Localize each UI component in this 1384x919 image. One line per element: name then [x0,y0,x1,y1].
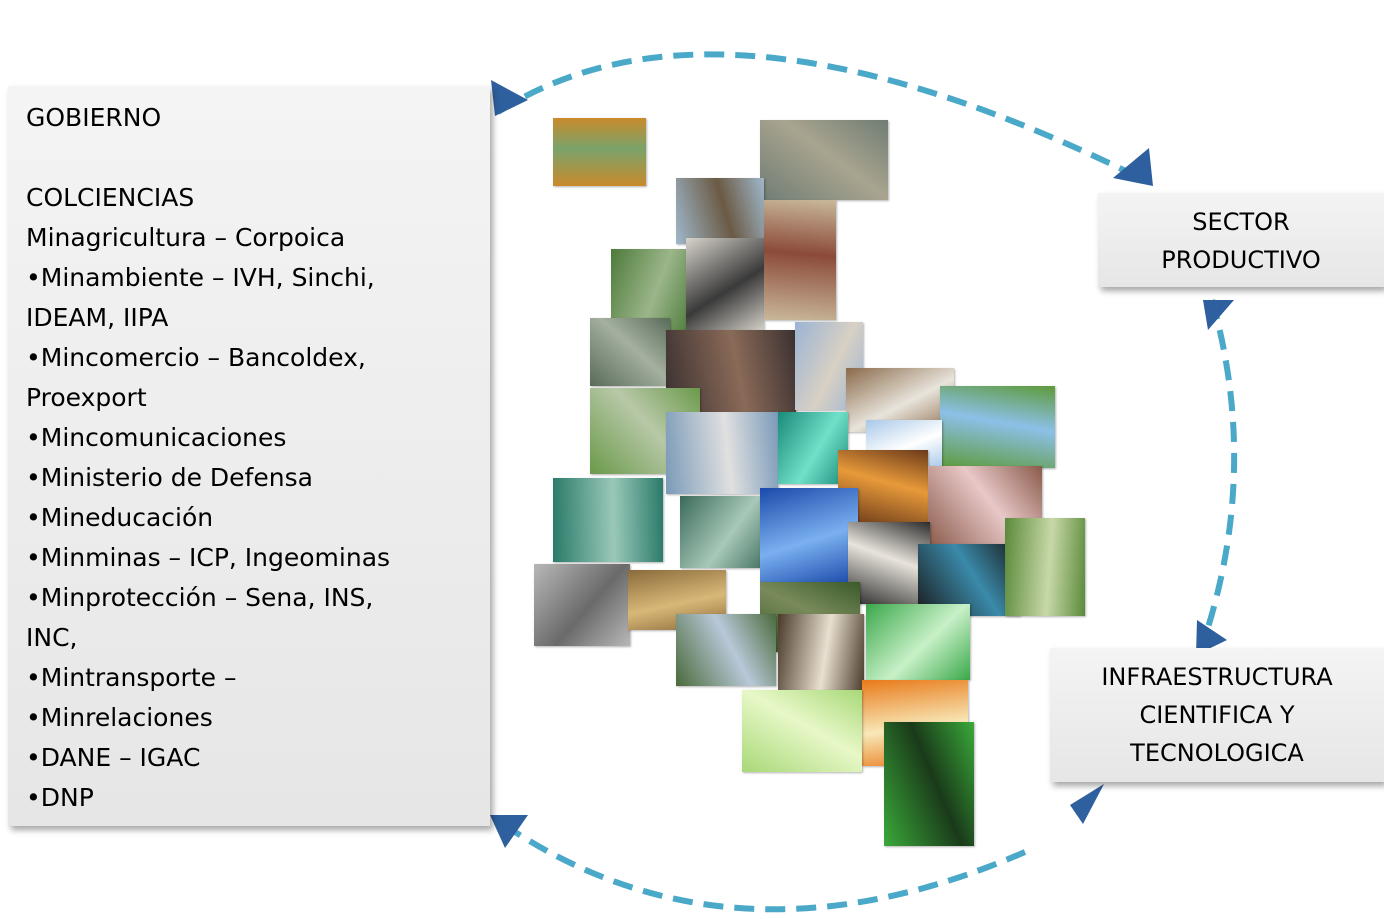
government-item: •Minminas – ICP, Ingeominas [26,543,391,572]
government-item: •Mincomunicaciones [26,423,287,452]
arrow-sector-to-infra-path [1201,299,1238,641]
arrowhead-sector-icon [1113,148,1153,186]
government-item: IDEAM, IIPA [26,303,169,332]
government-item: •Minambiente – IVH, Sinchi, [26,263,375,292]
government-item: •DNP [26,783,94,812]
arrowhead-gov-bottom-icon [490,815,528,848]
surgery-photo [553,478,663,562]
green-field-photo [940,386,1055,468]
infra-line-2: CIENTIFICA Y [1139,701,1295,729]
government-item: •Ministerio de Defensa [26,463,313,492]
arrowhead-gov-icon [491,80,528,116]
dragonfly-photo [742,690,862,772]
government-list: GOBIERNO COLCIENCIAS Minagricultura – Co… [26,98,480,818]
government-item: Proexport [26,383,147,412]
arrow-infra-to-gov-path [498,819,1027,913]
leaf-frog-photo [866,604,970,680]
ponds-photo [680,496,770,568]
tower-sketch-photo [764,200,836,320]
sector-line-1: SECTOR [1192,208,1290,236]
sugarcane-photo [1005,518,1085,616]
power-tower-photo [760,488,858,582]
government-item: •Mincomercio – Bancoldex, [26,343,366,372]
government-item: •Minrelaciones [26,703,213,732]
arrowhead-infra-icon [1196,620,1227,655]
mushroom-photo [848,522,930,604]
pebbles-photo [778,614,864,690]
lab-microscope-photo [686,238,764,332]
lagoon-photo [590,318,670,386]
frog-silhouette-photo [884,722,974,846]
protective-suit-photo [534,564,630,646]
arrowhead-sector-top-icon [1203,300,1234,330]
orange-leaves-photo [553,118,646,186]
sector-line-2: PRODUCTIVO [1161,246,1321,274]
stream-photo [676,614,776,686]
government-item: Minagricultura – Corpoica [26,223,346,252]
scientist-lab-photo [666,412,778,494]
government-item: INC, [26,623,78,652]
government-item: •DANE – IGAC [26,743,201,772]
government-panel: GOBIERNO COLCIENCIAS Minagricultura – Co… [8,86,490,826]
government-item: •Mineducación [26,503,214,532]
arrowhead-infra-bottom-icon [1070,784,1104,824]
infra-line-3: TECNOLOGICA [1130,739,1304,767]
infra-line-1: INFRAESTRUCTURA [1101,663,1333,691]
government-item: •Mintransporte – [26,663,237,692]
hillside-forest-photo [611,249,691,331]
ship-harbor-photo [676,178,764,244]
government-item: COLCIENCIAS [26,183,195,212]
government-heading: GOBIERNO [26,103,162,132]
arrow-gov-to-sector-path [496,51,1142,181]
sector-productivo-panel: SECTOR PRODUCTIVO [1098,193,1384,287]
tunnel-tech-photo [778,412,848,484]
industrial-aerial-photo [760,120,888,200]
government-item: •Minprotección – Sena, INS, [26,583,374,612]
infraestructura-panel: INFRAESTRUCTURA CIENTIFICA Y TECNOLOGICA [1050,648,1384,782]
